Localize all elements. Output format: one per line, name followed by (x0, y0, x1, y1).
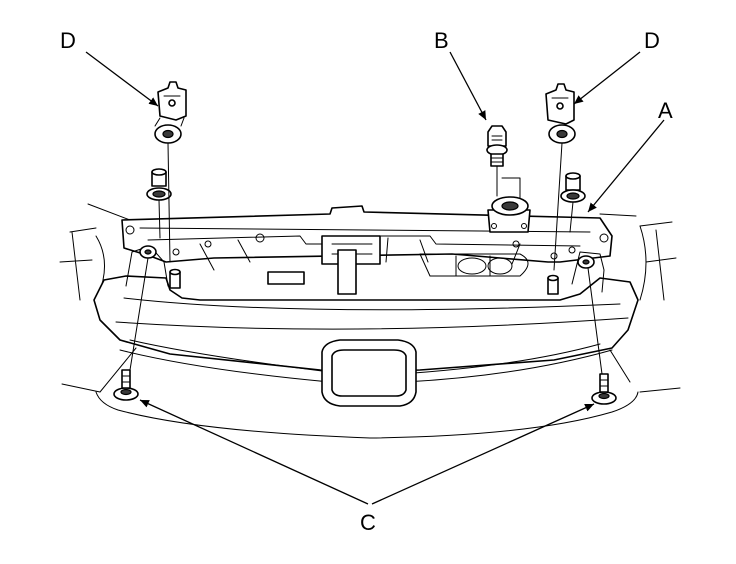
leader-a (587, 119, 665, 213)
label-d-left: D (60, 28, 76, 53)
bolt-b (486, 125, 508, 167)
leader-d-left (85, 51, 159, 107)
label-d-right: D (644, 28, 660, 53)
guide-pins (169, 248, 559, 295)
leader-c-left (139, 399, 369, 505)
bolt-right (560, 172, 586, 203)
leader-d-right (573, 51, 641, 105)
leader-b (449, 51, 487, 121)
label-c: C (360, 510, 376, 535)
label-b: B (434, 28, 449, 53)
leader-c-right (371, 403, 595, 505)
bolt-left (146, 168, 172, 201)
label-a: A (658, 98, 673, 123)
part-labels: D B D A C (60, 28, 673, 535)
leader-lines (85, 51, 665, 505)
upper-support-bracket (121, 205, 613, 295)
clip-d-left (154, 81, 187, 144)
emblem (321, 339, 417, 407)
screw-c-left (113, 369, 139, 401)
grille-assembly (93, 245, 639, 439)
clip-d-right (545, 83, 576, 144)
alignment-lines (129, 142, 603, 375)
center-mount-plate (487, 196, 531, 233)
screw-c-right (591, 373, 617, 405)
